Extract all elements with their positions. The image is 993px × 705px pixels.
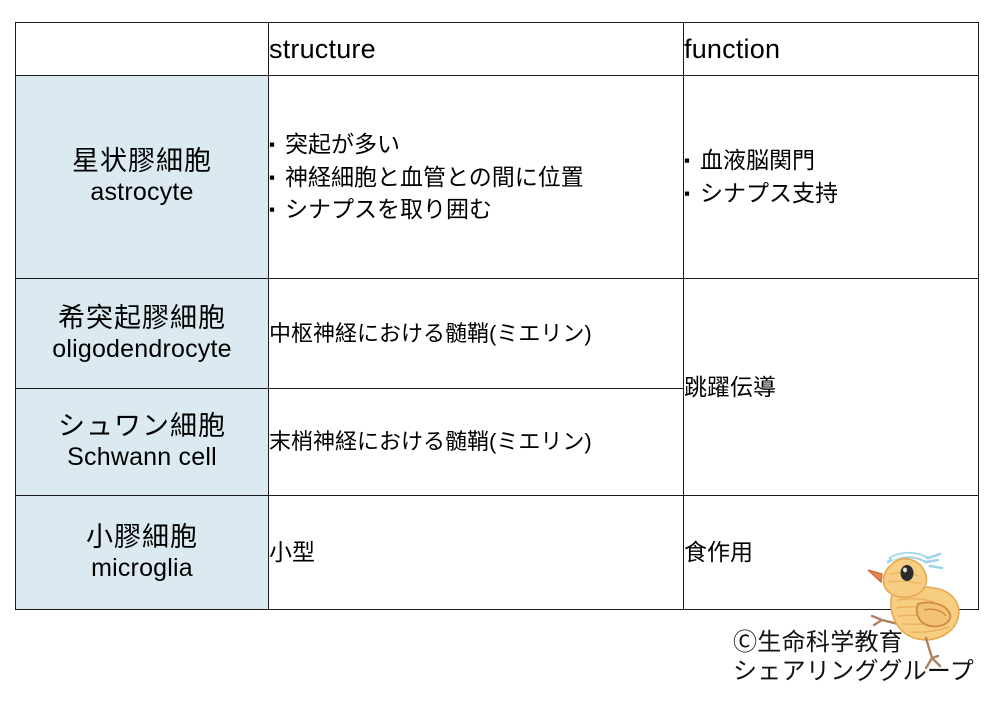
credit-line-1: Ⓒ生命科学教育 — [733, 629, 904, 656]
name-en-microglia: microglia — [91, 553, 193, 582]
cell-name-oligodendrocyte: 希突起膠細胞 oligodendrocyte — [15, 278, 269, 389]
list-item: ▪ 血液脳関門 — [684, 144, 978, 177]
cell-name-schwann-cell: シュワン細胞 Schwann cell — [15, 388, 269, 496]
header-cell-structure: structure — [268, 22, 684, 76]
bullet-icon: ▪ — [684, 184, 691, 203]
name-jp-microglia: 小膠細胞 — [86, 521, 198, 552]
bullet-icon: ▪ — [269, 167, 276, 187]
name-jp-schwann-cell: シュワン細胞 — [58, 411, 226, 442]
name-jp-astrocyte: 星状膠細胞 — [72, 146, 212, 177]
cell-function-saltatory-conduction: 跳躍伝導 — [683, 278, 979, 496]
list-item-text: 神経細胞と血管との間に位置 — [285, 163, 584, 190]
cell-function-microglia: 食作用 — [683, 495, 979, 610]
name-en-oligodendrocyte: oligodendrocyte — [52, 334, 232, 363]
function-bullets-astrocyte: ▪ 血液脳関門 ▪ シナプス支持 — [684, 144, 978, 209]
copyright-credit: Ⓒ生命科学教育 シェアリンググループ — [733, 628, 974, 687]
table-row-microglia: 小膠細胞 microglia 小型 食作用 — [15, 495, 979, 610]
bullet-icon: ▪ — [269, 135, 276, 155]
cell-structure-astrocyte: ▪ 突起が多い ▪ 神経細胞と血管との間に位置 ▪ シナプスを取り囲む — [268, 75, 684, 279]
list-item-text: シナプス支持 — [700, 180, 838, 206]
table-row-astrocyte: 星状膠細胞 astrocyte ▪ 突起が多い ▪ 神経細胞と血管との間に位置 ▪ シ… — [15, 75, 979, 279]
bullet-icon: ▪ — [684, 151, 691, 171]
credit-line-2: シェアリンググループ — [733, 658, 975, 686]
list-item: ▪ シナプス支持 — [684, 177, 978, 210]
table-row-schwann-cell: シュワン細胞 Schwann cell 末梢神経における髄鞘(ミエリン) — [15, 388, 979, 496]
cell-function-astrocyte: ▪ 血液脳関門 ▪ シナプス支持 — [683, 75, 979, 279]
list-item-text: シナプスを取り囲む — [285, 196, 492, 223]
name-en-schwann-cell: Schwann cell — [67, 443, 217, 472]
header-cell-blank — [15, 22, 269, 76]
list-item-text: 突起が多い — [285, 131, 400, 158]
bullet-icon: ▪ — [269, 200, 276, 220]
cell-structure-schwann-cell: 末梢神経における髄鞘(ミエリン) — [268, 388, 684, 496]
cell-name-astrocyte: 星状膠細胞 astrocyte — [15, 75, 269, 279]
cell-name-microglia: 小膠細胞 microglia — [15, 495, 269, 610]
name-jp-oligodendrocyte: 希突起膠細胞 — [58, 302, 226, 333]
list-item: ▪ 突起が多い — [269, 128, 683, 161]
structure-bullets-astrocyte: ▪ 突起が多い ▪ 神経細胞と血管との間に位置 ▪ シナプスを取り囲む — [269, 128, 683, 226]
name-en-astrocyte: astrocyte — [90, 178, 194, 207]
glial-cell-comparison-table: structure function 星状膠細胞 astrocyte ▪ 突起が多… — [15, 22, 979, 610]
list-item: ▪ シナプスを取り囲む — [269, 193, 683, 226]
cell-structure-microglia: 小型 — [268, 495, 684, 610]
cell-structure-oligodendrocyte: 中枢神経における髄鞘(ミエリン) — [268, 278, 684, 389]
list-item-text: 血液脳関門 — [700, 147, 815, 174]
header-cell-function: function — [683, 22, 979, 76]
list-item: ▪ 神経細胞と血管との間に位置 — [269, 161, 683, 194]
table-header-row: structure function — [15, 22, 979, 76]
table-row-oligodendrocyte: 希突起膠細胞 oligodendrocyte 中枢神経における髄鞘(ミエリン) … — [15, 278, 979, 496]
